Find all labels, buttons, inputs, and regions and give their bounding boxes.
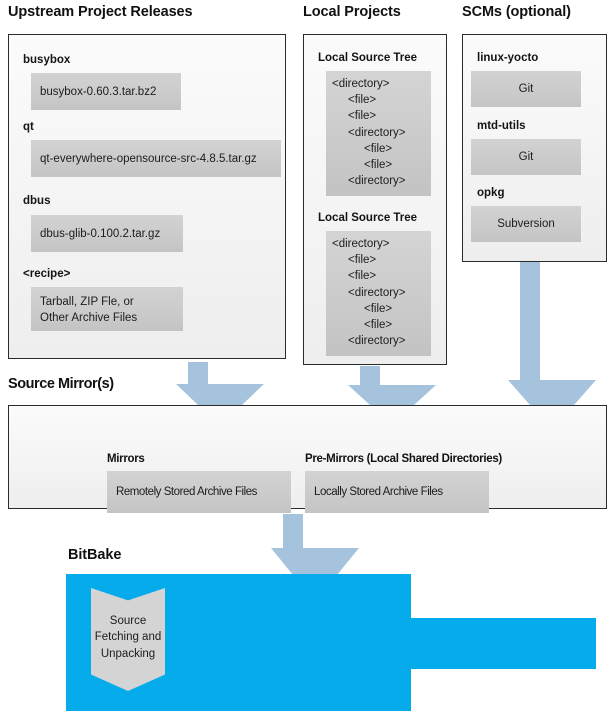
upstream-item-value-dbus: dbus-glib-0.100.2.tar.gz — [31, 215, 183, 252]
arrow-local-projects-to-mirrors — [348, 366, 436, 405]
scm-item-value-opkg: Subversion — [471, 206, 581, 242]
upstream-item-label-recipe: <recipe> — [23, 268, 71, 280]
upstream-item-value-qt: qt-everywhere-opensource-src-4.8.5.tar.g… — [31, 140, 281, 177]
column-title-upstream: Upstream Project Releases — [8, 4, 193, 20]
local-tree-label-2: Local Source Tree — [318, 212, 418, 224]
column-title-local-projects: Local Projects — [303, 4, 401, 20]
tree-line: <directory> — [348, 335, 406, 348]
scm-item-label-mtd-utils: mtd-utils — [477, 120, 526, 132]
task-line-3: Unpacking — [100, 647, 156, 660]
bitbake-block-tail — [408, 618, 596, 669]
tree-line: <file> — [364, 142, 393, 155]
panel-scms: linux-yocto Git mtd-utils Git opkg Subve… — [462, 34, 607, 262]
tree-line: <file> — [348, 254, 377, 267]
arrow-upstream-to-mirrors — [176, 362, 264, 405]
scm-item-value-linux-yocto: Git — [471, 71, 581, 107]
scm-item-value-mtd-utils: Git — [471, 139, 581, 175]
task-line-1: Source — [109, 614, 147, 627]
arrow-mirrors-to-bitbake — [271, 514, 359, 575]
section-title-bitbake: BitBake — [68, 547, 122, 563]
pre-mirrors-label: Pre-Mirrors (Local Shared Directories) — [305, 453, 502, 465]
upstream-item-label-dbus: dbus — [23, 195, 51, 207]
tree-line: <directory> — [332, 238, 390, 250]
local-tree-label-1: Local Source Tree — [318, 52, 418, 64]
tree-line: <directory> — [348, 175, 406, 188]
tree-line: <file> — [348, 94, 377, 107]
upstream-item-label-qt: qt — [23, 121, 34, 133]
column-title-scms: SCMs (optional) — [462, 4, 571, 20]
tree-line: <file> — [364, 319, 393, 332]
upstream-item-value-recipe: Tarball, ZIP Fle, or Other Archive Files — [31, 287, 183, 331]
section-title-source-mirrors: Source Mirror(s) — [8, 376, 114, 392]
recipe-value-line-1: Tarball, ZIP Fle, or — [40, 296, 134, 308]
local-source-tree-2: <directory> <file> <file> <directory> <f… — [326, 231, 431, 356]
panel-local-projects: Local Source Tree <directory> <file> <fi… — [303, 34, 447, 365]
task-line-2: Fetching and — [94, 631, 162, 644]
upstream-item-value-busybox: busybox-0.60.3.tar.bz2 — [31, 73, 181, 110]
tree-line: <directory> — [348, 126, 406, 139]
scm-item-label-linux-yocto: linux-yocto — [477, 52, 539, 64]
recipe-value-line-2: Other Archive Files — [40, 312, 138, 324]
mirrors-value: Remotely Stored Archive Files — [107, 471, 291, 513]
pre-mirrors-value: Locally Stored Archive Files — [305, 471, 489, 513]
panel-source-mirrors: Mirrors Remotely Stored Archive Files Pr… — [8, 405, 607, 513]
tree-line: <file> — [364, 159, 393, 172]
panel-upstream-project-releases: busybox busybox-0.60.3.tar.bz2 qt qt-eve… — [8, 34, 286, 359]
tree-line: <file> — [364, 302, 393, 315]
local-source-tree-1: <directory> <file> <file> <directory> <f… — [326, 71, 431, 196]
bitbake-task-text: Source Fetching and Unpacking — [95, 613, 162, 667]
tree-line: <file> — [348, 110, 377, 123]
arrow-scms-to-mirrors — [508, 262, 596, 405]
upstream-item-label-busybox: busybox — [23, 54, 71, 66]
tree-line: <file> — [348, 270, 377, 283]
tree-line: <directory> — [348, 286, 406, 299]
mirrors-label: Mirrors — [107, 453, 145, 465]
scm-item-label-opkg: opkg — [477, 187, 505, 199]
tree-line: <directory> — [332, 78, 390, 90]
bitbake-task-source-fetching-and-unpacking: Source Fetching and Unpacking — [91, 588, 165, 691]
